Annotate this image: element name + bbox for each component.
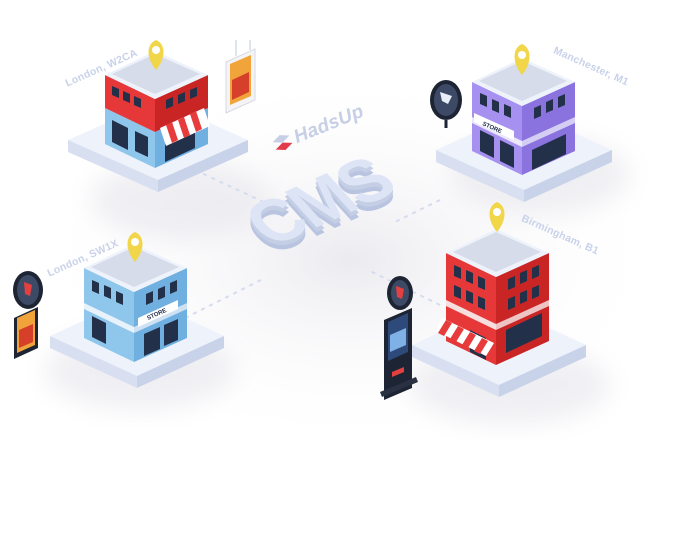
location-pin-icon [127,232,143,262]
round-screen-icon [430,80,462,128]
hadsup-logo-icon [272,135,293,151]
digital-totem-icon [380,276,418,400]
digital-poster-icon [225,40,256,114]
round-screen-icon [13,271,43,309]
connector-lines [184,169,441,319]
store-london-sw1x: STORE [13,232,224,388]
store-manchester-m1: STORE [430,44,612,202]
location-pin-icon [489,202,505,232]
store-birmingham-b1 [380,202,586,400]
digital-poster-icon [14,307,38,359]
location-pin-icon [514,44,530,75]
store-london-w2ca [68,40,256,192]
location-pin-icon [148,40,164,70]
brand-logo: HadsUp [265,93,380,166]
